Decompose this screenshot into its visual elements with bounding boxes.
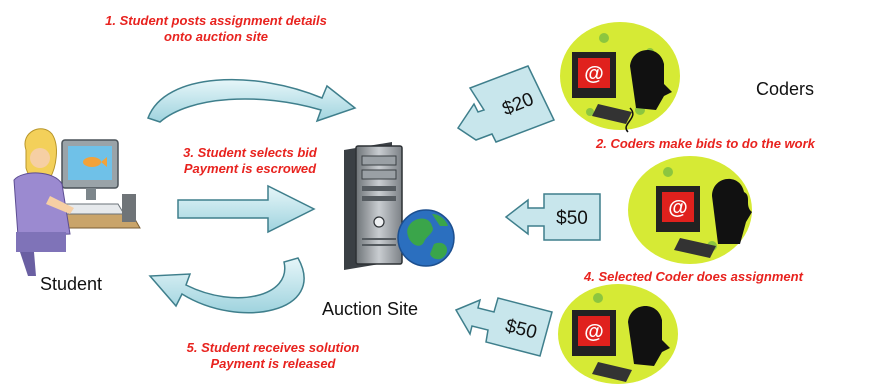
coder-at-computer-icon: @ <box>560 22 680 133</box>
step-1-line-2: onto auction site <box>164 29 268 44</box>
bid-amount-2: $50 <box>556 208 588 229</box>
curved-arrow-post <box>147 78 357 123</box>
svg-text:@: @ <box>584 63 604 85</box>
server-tower-icon <box>344 142 403 270</box>
globe-icon <box>397 209 455 267</box>
student-at-computer-icon <box>13 128 141 276</box>
coders-label: Coders <box>756 79 815 99</box>
svg-text:@: @ <box>668 197 688 219</box>
bid-tag-1: $20 <box>456 65 556 143</box>
student-label: Student <box>40 274 103 294</box>
bid-tag-2: $50 <box>504 193 601 241</box>
coder-at-computer-icon: @ <box>558 284 678 384</box>
step-1-line-1: 1. Student posts assignment details <box>105 13 327 28</box>
bid-tag-3: $50 <box>454 297 553 357</box>
auction-site-label: Auction Site <box>322 299 419 319</box>
step-5-caption: 5. Student receives solution Payment is … <box>168 340 378 372</box>
step-3-line-1: 3. Student selects bid <box>183 145 317 160</box>
curved-arrow-receive <box>148 257 305 314</box>
step-2-caption: 2. Coders make bids to do the work <box>596 136 815 151</box>
step-3-caption: 3. Student selects bid Payment is escrow… <box>160 145 340 177</box>
step-3-line-2: Payment is escrowed <box>183 161 317 176</box>
svg-text:@: @ <box>584 321 604 343</box>
step-1-caption: 1. Student posts assignment details onto… <box>68 13 364 45</box>
step-5-line-2: Payment is released <box>210 356 336 371</box>
straight-arrow-select <box>177 184 316 234</box>
step-5-line-1: 5. Student receives solution <box>186 340 360 355</box>
coder-at-computer-icon: @ <box>628 156 752 264</box>
step-4-caption: 4. Selected Coder does assignment <box>584 269 803 284</box>
